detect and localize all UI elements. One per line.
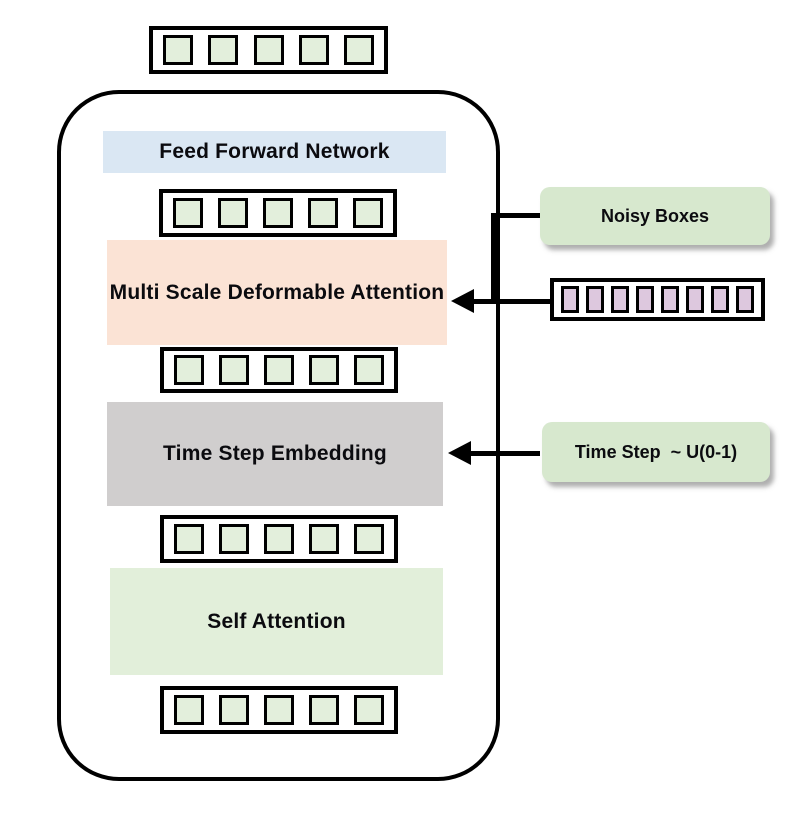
token-cell bbox=[174, 695, 204, 725]
token-cell bbox=[298, 35, 329, 65]
token-cell bbox=[173, 198, 203, 228]
token-cell bbox=[174, 355, 204, 385]
token-cell bbox=[353, 198, 383, 228]
arrow-into-msda-icon bbox=[451, 289, 474, 313]
feed-forward-network-block: Feed Forward Network bbox=[103, 131, 446, 173]
token-row bbox=[149, 26, 388, 74]
token-cell bbox=[264, 524, 294, 554]
token-cell bbox=[218, 198, 248, 228]
connector-vertical bbox=[491, 213, 500, 303]
token-cell bbox=[636, 286, 654, 313]
token-row bbox=[160, 686, 398, 734]
token-cell bbox=[711, 286, 729, 313]
token-row bbox=[159, 189, 397, 237]
token-cell bbox=[561, 286, 579, 313]
token-cell bbox=[219, 524, 249, 554]
time-step-embedding-block: Time Step Embedding bbox=[107, 402, 443, 506]
token-cell bbox=[309, 355, 339, 385]
token-cell bbox=[354, 524, 384, 554]
token-cell bbox=[163, 35, 193, 65]
token-cell bbox=[219, 695, 249, 725]
token-cell bbox=[264, 695, 294, 725]
connector-msda-horizontal bbox=[470, 299, 550, 304]
token-cell bbox=[309, 695, 339, 725]
token-cell bbox=[354, 695, 384, 725]
token-cell bbox=[174, 524, 204, 554]
token-cell bbox=[309, 524, 339, 554]
token-cell bbox=[219, 355, 249, 385]
token-cell bbox=[736, 286, 754, 313]
token-cell bbox=[586, 286, 604, 313]
token-cell bbox=[611, 286, 629, 313]
token-cell bbox=[308, 198, 338, 228]
token-row bbox=[160, 347, 398, 393]
arrow-into-timestep-icon bbox=[448, 441, 471, 465]
token-cell bbox=[264, 355, 294, 385]
token-cell bbox=[253, 35, 284, 65]
multi-scale-deformable-attention-block: Multi Scale Deformable Attention bbox=[107, 240, 447, 345]
token-cell bbox=[686, 286, 704, 313]
connector-timestep-horizontal bbox=[467, 451, 540, 456]
token-cell bbox=[354, 355, 384, 385]
time-step-callout: Time Step ~ U(0-1) bbox=[542, 422, 770, 482]
token-cell bbox=[208, 35, 239, 65]
token-cell bbox=[263, 198, 293, 228]
self-attention-block: Self Attention bbox=[110, 568, 443, 675]
token-row bbox=[160, 515, 398, 563]
token-cell bbox=[661, 286, 679, 313]
token-cell bbox=[344, 35, 374, 65]
noisy-tokens-row bbox=[550, 278, 765, 321]
connector-noisy-horizontal bbox=[492, 213, 540, 218]
noisy-boxes-callout: Noisy Boxes bbox=[540, 187, 770, 245]
